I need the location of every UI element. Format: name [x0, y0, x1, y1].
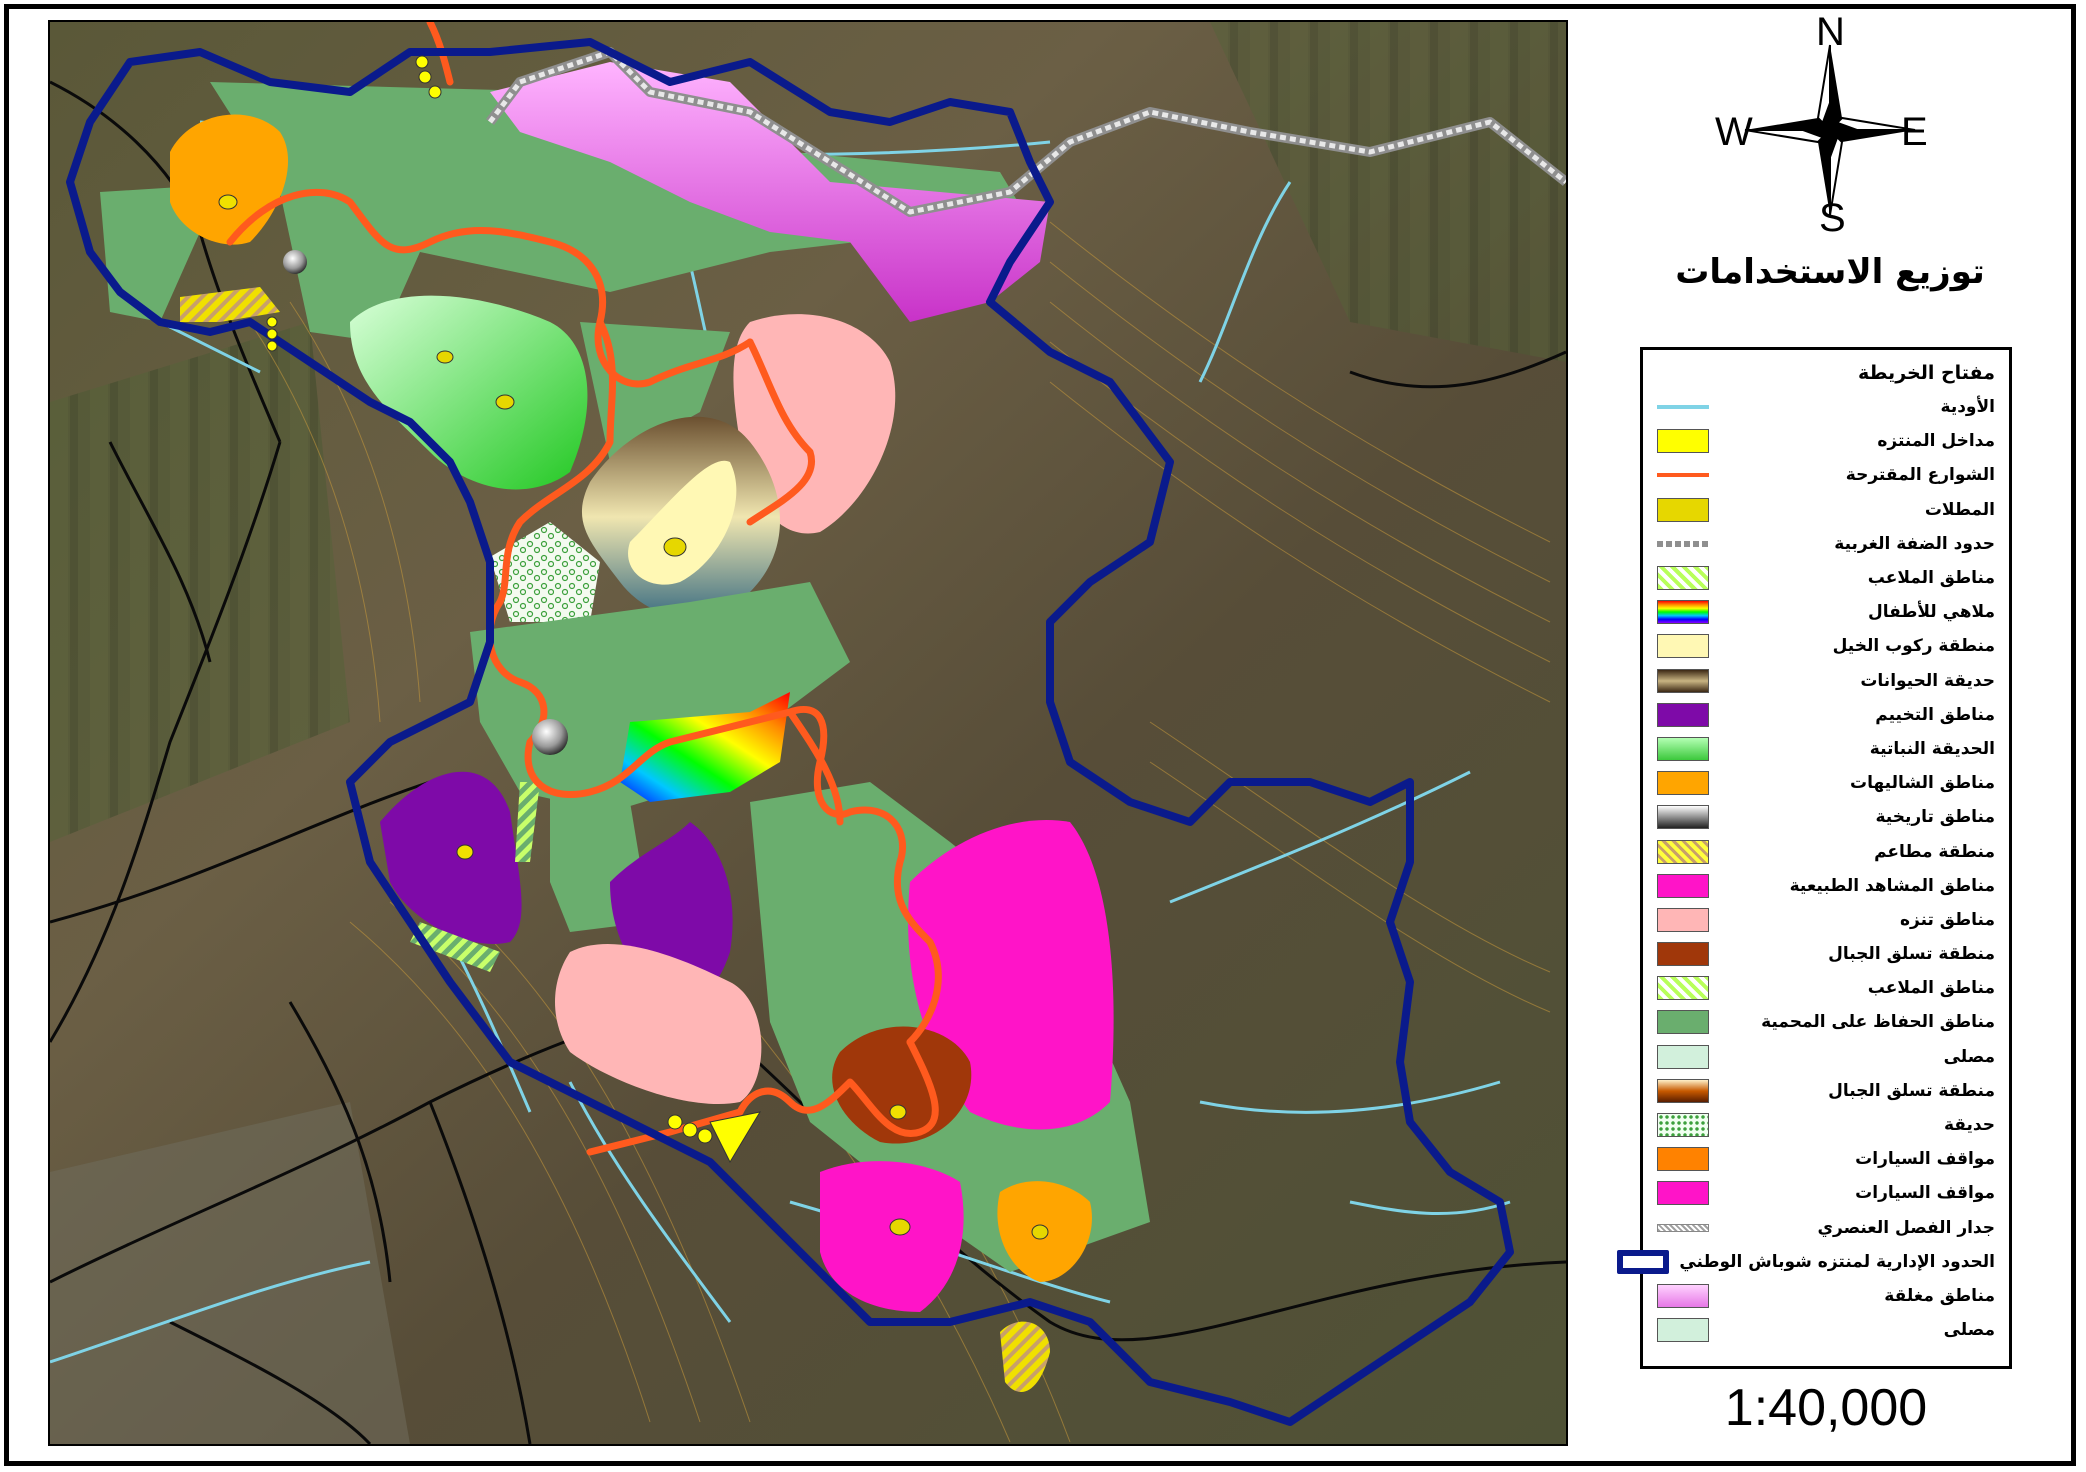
- legend-item: الأودية: [1657, 390, 1995, 424]
- legend-item: مناطق الملاعب: [1657, 971, 1995, 1005]
- legend-item: الحديقة النباتية: [1657, 732, 1995, 766]
- legend-swatch: [1657, 600, 1709, 625]
- legend-swatch: [1657, 1147, 1709, 1172]
- map-canvas[interactable]: [48, 20, 1568, 1446]
- legend-swatch: [1657, 1181, 1709, 1206]
- legend-item: مصلى: [1657, 1040, 1995, 1074]
- legend-label: مداخل المنتزه: [1877, 431, 1995, 452]
- legend-label: الأودية: [1940, 397, 1995, 418]
- map-frame: [4, 4, 2076, 1466]
- legend-label: الحدود الإدارية لمنتزه شوباش الوطني: [1679, 1251, 1995, 1272]
- legend-item: الشوارع المقترحة: [1657, 458, 1995, 492]
- compass-rose: N S E W: [1715, 10, 1945, 240]
- legend-item: منطقة مطاعم: [1657, 834, 1995, 868]
- legend-item: مناطق تاريخية: [1657, 800, 1995, 834]
- legend-label: مناطق تاريخية: [1875, 807, 1995, 828]
- map-scale: 1:40,000: [1724, 1379, 1928, 1437]
- legend-item: منطقة تسلق الجبال: [1657, 1074, 1995, 1108]
- legend-item: منطقة تسلق الجبال: [1657, 937, 1995, 971]
- legend-item: مناطق التخييم: [1657, 698, 1995, 732]
- legend-label: الشوارع المقترحة: [1845, 465, 1995, 486]
- legend-swatch: [1657, 1113, 1709, 1138]
- legend-item: منطقة ركوب الخيل: [1657, 629, 1995, 663]
- legend-item: مناطق الشاليهات: [1657, 766, 1995, 800]
- compass-star-icon: [1744, 44, 1916, 216]
- legend-swatch: [1657, 1010, 1709, 1035]
- legend-swatch: [1657, 1044, 1709, 1069]
- legend-swatch: [1657, 1223, 1709, 1232]
- legend-label: منطقة مطاعم: [1874, 841, 1995, 862]
- legend-item: مواقف السيارات: [1657, 1176, 1995, 1210]
- legend-swatch: [1657, 395, 1709, 420]
- legend-label: الحديقة النباتية: [1869, 738, 1995, 759]
- legend-item: مناطق المشاهد الطبيعية: [1657, 869, 1995, 903]
- legend-item: مناطق تنزه: [1657, 903, 1995, 937]
- legend-item: مصلى: [1657, 1313, 1995, 1347]
- legend-item: مواقف السيارات: [1657, 1142, 1995, 1176]
- legend-swatch: [1657, 429, 1709, 454]
- compass-south: S: [1819, 196, 1846, 240]
- legend-label: مناطق الشاليهات: [1849, 773, 1995, 794]
- legend-heading: مفتاح الخريطة: [1858, 362, 1995, 384]
- compass-west: W: [1715, 110, 1753, 154]
- legend-label: منطقة ركوب الخيل: [1832, 636, 1995, 657]
- legend-swatch: [1617, 1249, 1670, 1274]
- legend-item: مناطق الملاعب: [1657, 561, 1995, 595]
- legend-label: ملاهي للأطفال: [1867, 602, 1995, 623]
- legend-swatch: [1657, 976, 1709, 1001]
- legend-label: مصلى: [1943, 1046, 1995, 1067]
- map-title: توزيع الاستخدامات: [1675, 252, 1985, 292]
- legend-label: مناطق الحفاظ على المحمية: [1761, 1012, 1995, 1033]
- legend-label: المطلات: [1924, 499, 1995, 520]
- legend-item: مناطق الحفاظ على المحمية: [1657, 1005, 1995, 1039]
- legend-label: منطقة تسلق الجبال: [1828, 1080, 1995, 1101]
- legend-item: ملاهي للأطفال: [1657, 595, 1995, 629]
- compass-north: N: [1816, 10, 1845, 54]
- legend-label: مناطق مغلقة: [1884, 1285, 1995, 1306]
- legend-label: مناطق الملاعب: [1867, 568, 1995, 589]
- legend-label: مواقف السيارات: [1855, 1183, 1995, 1204]
- legend-item: جدار الفصل العنصري: [1657, 1211, 1995, 1245]
- legend-label: منطقة تسلق الجبال: [1828, 944, 1995, 965]
- legend-label: حدود الضفة الغربية: [1834, 533, 1995, 554]
- legend-swatch: [1657, 566, 1709, 591]
- legend-swatch: [1657, 540, 1709, 547]
- legend-item: مداخل المنتزه: [1657, 424, 1995, 458]
- legend-swatch: [1657, 873, 1709, 898]
- legend-swatch: [1657, 771, 1709, 796]
- legend-label: جدار الفصل العنصري: [1817, 1217, 1995, 1238]
- legend-swatch: [1657, 497, 1709, 522]
- legend-swatch: [1657, 702, 1709, 727]
- legend-swatch: [1657, 634, 1709, 659]
- legend-swatch: [1657, 1078, 1709, 1103]
- compass-east: E: [1901, 110, 1928, 154]
- legend-label: مصلى: [1943, 1320, 1995, 1341]
- map-legend: مفتاح الخريطة الأودية مداخل المنتزه الشوار…: [1617, 347, 2012, 1369]
- legend-swatch: [1657, 668, 1709, 693]
- legend-item: المطلات: [1657, 493, 1995, 527]
- legend-label: مواقف السيارات: [1855, 1149, 1995, 1170]
- legend-swatch: [1657, 942, 1709, 967]
- legend-label: مناطق الملاعب: [1867, 978, 1995, 999]
- legend-item: الحدود الإدارية لمنتزه شوباش الوطني: [1617, 1245, 1995, 1279]
- legend-label: مناطق تنزه: [1899, 909, 1995, 930]
- legend-item: مناطق مغلقة: [1657, 1279, 1995, 1313]
- legend-swatch: [1657, 736, 1709, 761]
- legend-item: حديقة الحيوانات: [1657, 664, 1995, 698]
- legend-swatch: [1657, 1318, 1709, 1343]
- legend-label: حديقة الحيوانات: [1860, 670, 1995, 691]
- legend-swatch: [1657, 805, 1709, 830]
- legend-label: مناطق المشاهد الطبيعية: [1789, 875, 1995, 896]
- legend-list: الأودية مداخل المنتزه الشوارع المقترحة المط…: [1617, 390, 1995, 1347]
- legend-swatch: [1657, 1283, 1709, 1308]
- legend-label: مناطق التخييم: [1875, 704, 1995, 725]
- legend-swatch: [1657, 839, 1709, 864]
- legend-swatch: [1657, 463, 1709, 488]
- legend-item: حدود الضفة الغربية: [1657, 527, 1995, 561]
- legend-item: حديقة: [1657, 1108, 1995, 1142]
- legend-swatch: [1657, 907, 1709, 932]
- legend-label: حديقة: [1944, 1115, 1995, 1136]
